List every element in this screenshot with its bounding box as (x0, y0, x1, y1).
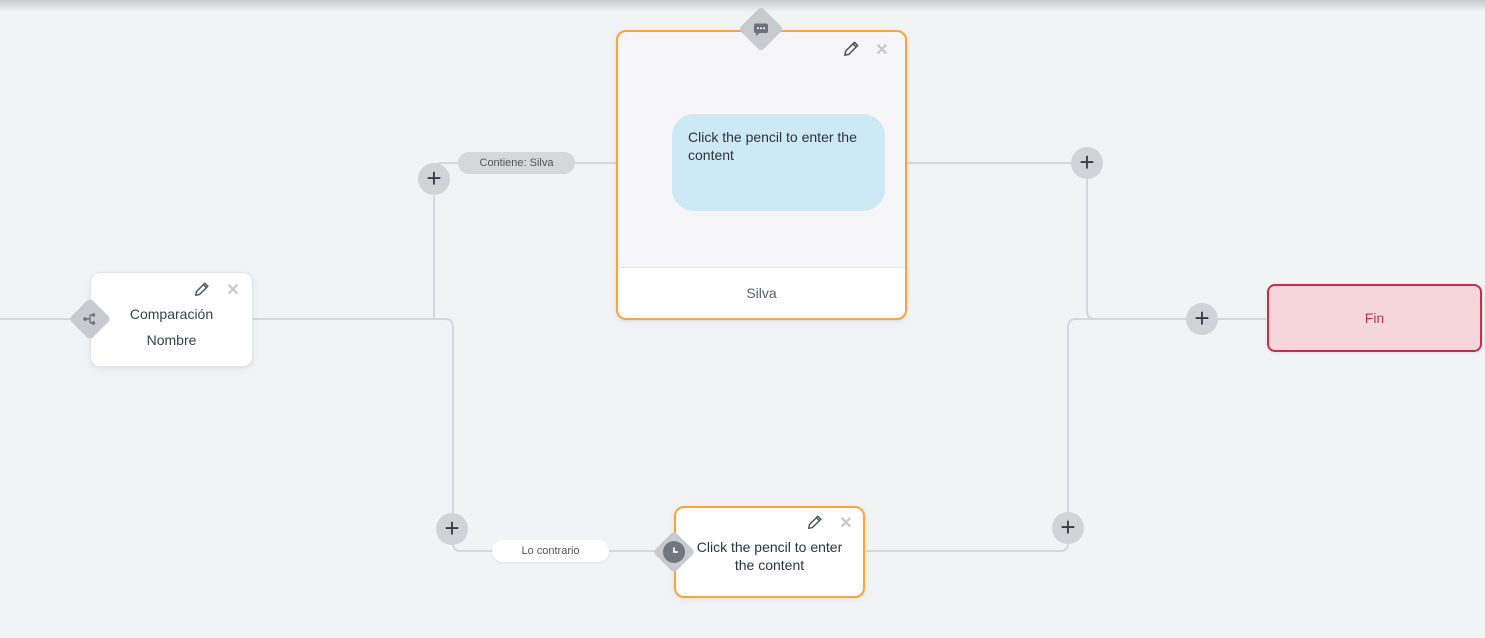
message-node-footer: Silva (618, 267, 905, 318)
close-icon[interactable]: ✕ (226, 282, 240, 299)
delay-node-text: Click the pencil to enter the content (696, 538, 843, 573)
plus-icon: + (426, 163, 442, 193)
edge-condition-to-message (433, 162, 617, 319)
delay-port-handle[interactable] (652, 530, 696, 574)
add-block-button[interactable]: + (1071, 147, 1103, 179)
edge-delay-to-end (866, 318, 1100, 552)
edit-button[interactable] (842, 40, 860, 62)
add-block-button[interactable]: + (436, 513, 468, 545)
message-preview-bubble: Click the pencil to enter the content (672, 114, 885, 211)
pencil-icon (194, 281, 210, 302)
edge-label-match: Contiene: Silva (458, 152, 575, 174)
end-node-label: Fin (1364, 310, 1385, 326)
delay-node[interactable]: ✕ Click the pencil to enter the content (674, 506, 865, 598)
pencil-icon (843, 40, 860, 62)
end-node[interactable]: Fin (1267, 284, 1482, 352)
plus-icon: + (1079, 147, 1095, 177)
add-block-button[interactable]: + (418, 163, 450, 195)
plus-icon: + (1194, 303, 1210, 333)
message-port-handle[interactable] (738, 6, 784, 52)
plus-icon: + (1060, 512, 1076, 542)
close-icon[interactable]: ✕ (875, 42, 889, 59)
pencil-icon (807, 514, 823, 535)
edit-button[interactable] (193, 282, 211, 300)
condition-port-handle[interactable] (68, 297, 112, 341)
plus-icon: + (444, 513, 460, 543)
condition-node[interactable]: ✕ Comparación Nombre (90, 272, 253, 367)
chat-bubble-icon (751, 19, 771, 39)
condition-title-line2: Nombre (146, 331, 197, 348)
add-block-button[interactable]: + (1186, 303, 1218, 335)
close-icon[interactable]: ✕ (839, 515, 853, 532)
edge-condition-to-delay (253, 318, 676, 552)
edge-message-to-end (906, 162, 1266, 320)
condition-title-line1: Comparación (129, 305, 214, 322)
branch-icon (82, 311, 98, 327)
edge-label-otherwise: Lo contrario (492, 540, 609, 562)
message-node[interactable]: ✕ Click the pencil to enter the content … (616, 30, 907, 320)
condition-node-body: Comparación Nombre (91, 273, 252, 366)
edit-button[interactable] (806, 515, 824, 533)
clock-icon (663, 541, 685, 563)
add-block-button[interactable]: + (1052, 512, 1084, 544)
